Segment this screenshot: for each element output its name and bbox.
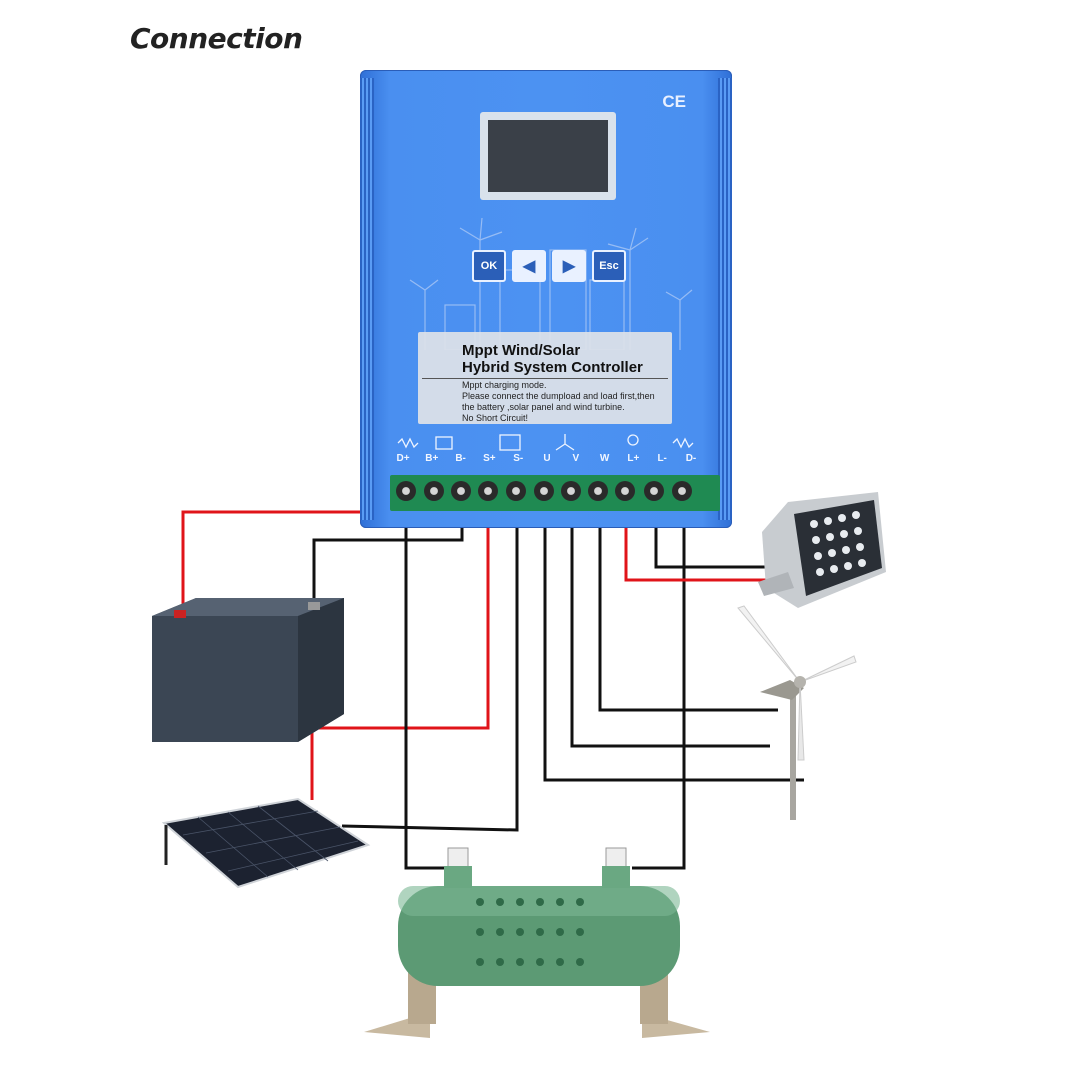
terminal-screw-b-minus bbox=[451, 481, 471, 501]
dumpload-icon-2 bbox=[672, 437, 694, 449]
wire-solar-positive bbox=[310, 490, 490, 800]
wire-dump-positive bbox=[404, 490, 456, 870]
wire-dump-negative bbox=[632, 490, 686, 870]
heatsink-fin-right bbox=[718, 78, 732, 520]
terminal-label-d-plus: D+ bbox=[396, 453, 410, 464]
terminal-screw-w bbox=[588, 481, 608, 501]
battery-icon bbox=[435, 436, 453, 450]
label-body-line2: Please connect the dumpload and load fir… bbox=[462, 391, 655, 401]
terminal-screw-s-minus bbox=[506, 481, 526, 501]
product-label: Mppt Wind/Solar Hybrid System Controller… bbox=[418, 332, 672, 424]
right-arrow-button[interactable]: ▶ bbox=[552, 250, 586, 282]
label-title-line2: Hybrid System Controller bbox=[462, 359, 643, 376]
terminal-screw-d-plus bbox=[396, 481, 416, 501]
terminal-screw-l-minus bbox=[644, 481, 664, 501]
terminal-label-l-minus: L- bbox=[657, 453, 667, 464]
terminal-label-v: V bbox=[572, 453, 580, 464]
label-body-line3: the battery ,solar panel and wind turbin… bbox=[462, 402, 625, 412]
solar-panel-image bbox=[161, 797, 371, 889]
terminal-label-d-minus: D- bbox=[685, 453, 697, 464]
terminal-labels: D+ B+ B- S+ S- U V W L+ L- D- bbox=[390, 453, 704, 464]
led-flood-light-image bbox=[758, 492, 886, 608]
terminal-block bbox=[390, 475, 720, 511]
terminal-label-b-minus: B- bbox=[455, 453, 466, 464]
terminal-screw-b-plus bbox=[424, 481, 444, 501]
label-divider bbox=[422, 378, 668, 379]
page-title: Connection bbox=[130, 22, 303, 55]
wind-turbine-image bbox=[737, 605, 857, 820]
terminal-label-s-plus: S+ bbox=[483, 453, 496, 464]
left-arrow-button[interactable]: ◀ bbox=[512, 250, 546, 282]
label-body-line1: Mppt charging mode. bbox=[462, 380, 547, 390]
wind-turbine-icon bbox=[555, 434, 575, 451]
terminal-label-s-minus: S- bbox=[513, 453, 524, 464]
battery-image bbox=[152, 598, 344, 742]
wire-turbine-u bbox=[543, 490, 804, 782]
lcd-display bbox=[480, 112, 616, 200]
terminal-label-w: W bbox=[599, 453, 610, 464]
ok-button[interactable]: OK bbox=[472, 250, 506, 282]
lcd-screen bbox=[488, 120, 608, 192]
light-bulb-icon bbox=[627, 434, 639, 446]
esc-button[interactable]: Esc bbox=[592, 250, 626, 282]
ce-mark: CE bbox=[662, 92, 686, 111]
terminal-screw-u bbox=[534, 481, 554, 501]
label-title-line1: Mppt Wind/Solar bbox=[462, 342, 581, 359]
wire-turbine-w bbox=[598, 490, 778, 712]
terminal-label-l-plus: L+ bbox=[627, 453, 640, 464]
label-body-line4: No Short Circuit! bbox=[462, 413, 529, 423]
terminal-label-u: U bbox=[543, 453, 551, 464]
terminal-screw-l-plus bbox=[615, 481, 635, 501]
terminal-screw-s-plus bbox=[478, 481, 498, 501]
terminal-screw-d-minus bbox=[672, 481, 692, 501]
solar-panel-icon bbox=[499, 434, 521, 451]
wire-turbine-v bbox=[570, 490, 770, 748]
dumpload-icon bbox=[397, 437, 419, 449]
control-keys: OK ◀ ▶ Esc bbox=[472, 250, 626, 282]
hybrid-controller: CE OK ◀ ▶ Esc Mppt Wind/Solar Hybrid Sys… bbox=[360, 70, 732, 528]
terminal-label-b-plus: B+ bbox=[425, 453, 439, 464]
terminal-screw-v bbox=[561, 481, 581, 501]
dump-load-resistor-image bbox=[364, 847, 710, 1038]
product-label-body: Mppt charging mode. Please connect the d… bbox=[462, 380, 655, 424]
terminal-group-icons bbox=[397, 434, 694, 451]
wire-solar-negative bbox=[341, 490, 519, 832]
product-label-title: Mppt Wind/Solar Hybrid System Controller bbox=[462, 342, 643, 376]
heatsink-fin-left bbox=[360, 78, 374, 520]
